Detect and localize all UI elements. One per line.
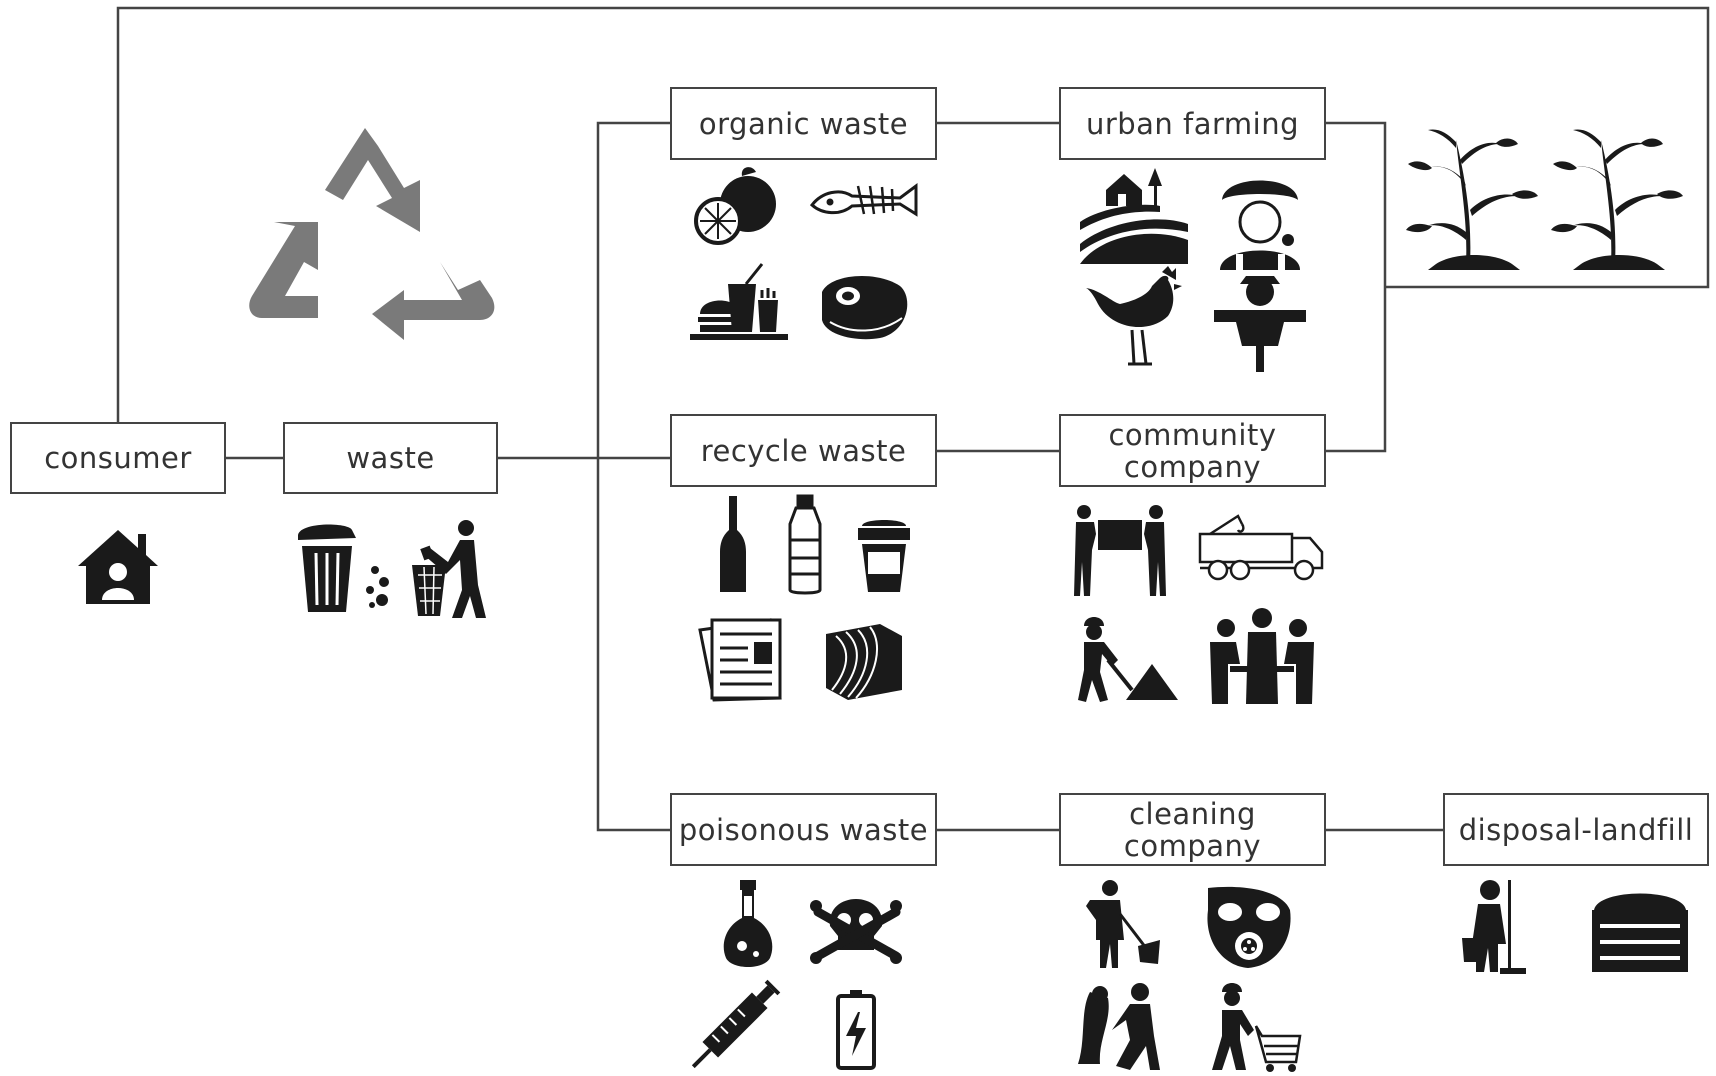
- plant-icon: [1551, 129, 1683, 270]
- urban-farming-label: urban farming: [1085, 106, 1300, 141]
- glass-bottle-icon: [720, 496, 746, 592]
- connector-lines: [116, 6, 1710, 832]
- organic-waste-node: organic waste: [670, 87, 937, 160]
- disposal-landfill-node: disposal-landfill: [1443, 793, 1709, 866]
- paper-cup-icon: [858, 520, 910, 592]
- worker-shoveling-icon: [1078, 617, 1178, 702]
- poisonous-waste-node: poisonous waste: [670, 793, 937, 866]
- community-company-node: community company: [1059, 414, 1326, 487]
- gas-mask-icon: [1207, 886, 1291, 968]
- janitor-icon: [1462, 880, 1526, 974]
- organic-waste-label: organic waste: [698, 106, 909, 141]
- farming-community-line: [1325, 121, 1387, 453]
- feedback-loop-line: [116, 6, 1710, 422]
- chicken-icon: [1086, 266, 1182, 366]
- battery-icon: [836, 990, 876, 1070]
- truck-icon: [1198, 514, 1324, 581]
- fast-food-icon: [690, 263, 788, 340]
- wood-block-icon: [826, 624, 902, 700]
- recycle-arrows-icon: [249, 128, 495, 340]
- rescue-worker-icon: [1078, 983, 1160, 1070]
- scarecrow-icon: [1214, 276, 1306, 372]
- chemical-flask-icon: [723, 880, 773, 967]
- street-sweeper-icon: [1086, 880, 1160, 968]
- trash-bin-icon: [298, 524, 389, 612]
- person-throwing-trash-icon: [412, 520, 486, 618]
- consumer-node: consumer: [10, 422, 226, 494]
- meat-icon: [822, 275, 908, 340]
- community-company-label-line2: company: [1123, 449, 1262, 484]
- poisonous-waste-label: poisonous waste: [678, 812, 929, 847]
- house-icon: [78, 530, 158, 604]
- fruit-icon: [694, 167, 776, 245]
- syringe-icon: [691, 979, 781, 1069]
- community-company-label-line1: community: [1108, 417, 1277, 452]
- waste-node: waste: [283, 422, 498, 494]
- consumer-label: consumer: [44, 441, 192, 475]
- urban-farming-node: urban farming: [1059, 87, 1326, 160]
- skull-crossbones-icon: [810, 899, 902, 964]
- farmer-icon: [1220, 180, 1300, 270]
- landfill-icon: [1592, 893, 1688, 972]
- disposal-landfill-label: disposal-landfill: [1458, 812, 1694, 847]
- farm-field-icon: [1080, 168, 1188, 264]
- recycle-waste-node: recycle waste: [670, 414, 937, 487]
- worker-with-cart-icon: [1212, 983, 1302, 1072]
- plant-icon: [1406, 129, 1538, 270]
- waste-branch-line: [596, 121, 670, 832]
- plastic-bottle-icon: [788, 494, 822, 595]
- people-carrying-box-icon: [1074, 505, 1166, 596]
- cleaning-company-label-line2: company: [1123, 828, 1262, 863]
- cleaning-company-label-line1: cleaning: [1129, 796, 1256, 831]
- newspaper-icon: [698, 618, 782, 702]
- meeting-icon: [1210, 608, 1314, 704]
- cleaning-company-node: cleaning company: [1059, 793, 1326, 866]
- waste-label: waste: [346, 441, 435, 475]
- fish-bone-icon: [809, 183, 918, 217]
- recycle-waste-label: recycle waste: [700, 433, 907, 468]
